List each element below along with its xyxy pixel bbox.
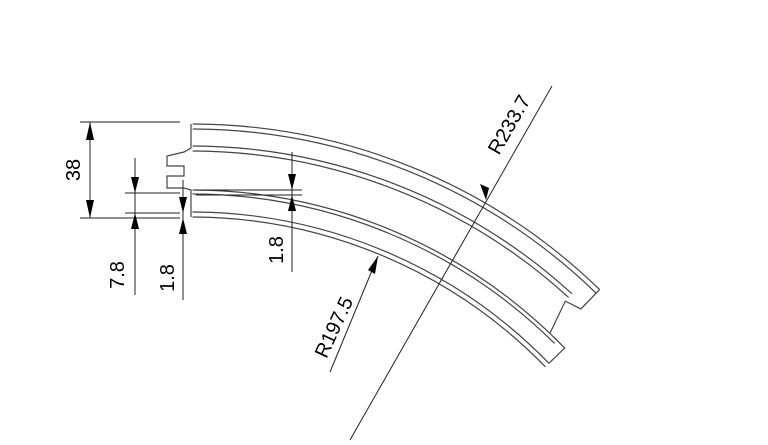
outer-skin-arc [192, 123, 601, 291]
lower-tube-bottom2-arc [192, 216, 546, 368]
upper-right-end [549, 289, 601, 334]
left-end-joint [166, 124, 192, 217]
upper-tube-inner2-arc [192, 150, 570, 298]
dimension-wall-left-label: 1.8 [157, 264, 179, 292]
lower-right-end [548, 336, 566, 364]
lower-tube-top2-arc [192, 193, 556, 344]
dimension-height: 38 [63, 121, 180, 219]
dimension-outer-radius: R233.7 [480, 92, 535, 200]
upper-tube-inner-arc [192, 145, 573, 295]
inner-radius-label: R197.5 [311, 294, 358, 362]
dimension-height-label: 38 [63, 159, 85, 181]
dimension-gap-offset: 7.8 [107, 158, 180, 295]
dimension-wall-mid-label: 1.8 [266, 236, 288, 264]
dimension-wall-mid: 1.8 [196, 152, 302, 272]
dimension-gap-offset-label: 7.8 [107, 261, 129, 289]
radial-line [349, 85, 553, 441]
dimension-inner-radius: R197.5 [311, 255, 379, 373]
lower-tube-top-arc [192, 189, 558, 342]
outer-skin-inner-arc [192, 128, 597, 294]
outer-radius-label: R233.7 [484, 92, 535, 159]
dimension-wall-left: 1.8 [157, 180, 187, 300]
lower-tube-bottom-arc [192, 211, 550, 364]
curved-profile [166, 123, 601, 368]
